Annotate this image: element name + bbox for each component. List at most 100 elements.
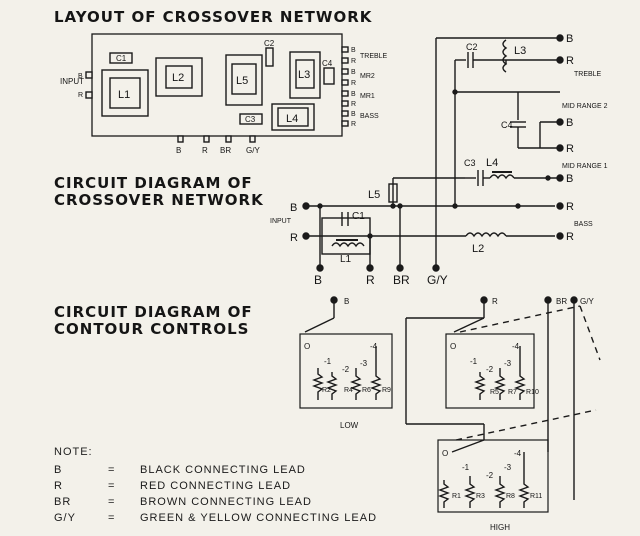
svg-text:L4: L4	[486, 157, 498, 169]
svg-text:R: R	[351, 58, 356, 65]
svg-text:L5: L5	[368, 189, 380, 201]
svg-text:R1: R1	[452, 493, 461, 500]
low-label: LOW	[340, 421, 359, 430]
svg-text:R: R	[351, 121, 356, 128]
svg-text:B: B	[351, 111, 356, 118]
note-heading: NOTE:	[54, 446, 93, 458]
svg-text:R: R	[351, 80, 356, 87]
svg-text:R: R	[202, 146, 208, 155]
svg-text:-1: -1	[462, 463, 470, 472]
c4-component	[323, 67, 335, 85]
layout-title: LAYOUT OF CROSSOVER NETWORK	[54, 8, 373, 26]
l5-component	[225, 54, 263, 106]
svg-text:L1: L1	[118, 89, 130, 101]
svg-text:-4: -4	[512, 342, 520, 351]
svg-text:R: R	[492, 297, 498, 306]
svg-text:O: O	[442, 449, 448, 458]
svg-text:R: R	[351, 101, 356, 108]
c3-component	[239, 113, 263, 125]
svg-text:MID RANGE 2: MID RANGE 2	[562, 103, 608, 110]
svg-text:B: B	[351, 91, 356, 98]
svg-text:-4: -4	[514, 449, 522, 458]
crossover-bottom-terminals: B R BR G/Y	[314, 264, 448, 287]
layout-bottom-terminals: B R BR G/Y	[176, 135, 260, 155]
svg-text:B: B	[314, 273, 322, 287]
svg-text:-1: -1	[324, 357, 332, 366]
svg-text:R7: R7	[508, 389, 517, 396]
c1-component	[109, 52, 133, 64]
svg-text:R: R	[566, 201, 574, 213]
svg-text:R8: R8	[506, 493, 515, 500]
high-label: HIGH	[490, 523, 510, 532]
svg-text:R: R	[78, 92, 83, 99]
layout-output-terminals: B R B R B R B R TREBLE MR2 MR1 BASS	[341, 46, 388, 128]
svg-text:L5: L5	[236, 75, 248, 87]
svg-text:B: B	[566, 117, 573, 129]
svg-text:MR1: MR1	[360, 93, 375, 100]
svg-text:R9: R9	[382, 387, 391, 394]
svg-text:B: B	[566, 33, 573, 45]
svg-text:C3: C3	[245, 115, 256, 124]
svg-text:R: R	[566, 143, 574, 155]
svg-text:C2: C2	[264, 39, 275, 48]
svg-text:-3: -3	[360, 359, 368, 368]
l2-component	[155, 57, 203, 97]
svg-text:-2: -2	[486, 365, 494, 374]
svg-text:-1: -1	[470, 357, 478, 366]
svg-text:BASS: BASS	[360, 113, 379, 120]
c1-label: C1	[116, 54, 127, 63]
svg-text:-2: -2	[342, 365, 350, 374]
svg-text:L3: L3	[514, 45, 526, 57]
svg-text:L2: L2	[172, 72, 184, 84]
svg-text:R10: R10	[526, 389, 539, 396]
svg-text:-4: -4	[370, 342, 378, 351]
crossover-input-label: INPUT	[270, 218, 292, 225]
svg-text:C4: C4	[322, 59, 333, 68]
svg-text:B: B	[78, 73, 83, 80]
circuit-title-line1: CIRCUIT DIAGRAM OF	[54, 174, 253, 192]
c2-component	[265, 47, 274, 67]
svg-text:B: B	[351, 69, 356, 76]
l1-component	[101, 69, 149, 117]
contour-title-line2: CONTOUR CONTROLS	[54, 320, 250, 338]
svg-text:C2: C2	[466, 42, 478, 52]
svg-text:L1: L1	[340, 254, 352, 265]
svg-text:MR2: MR2	[360, 73, 375, 80]
svg-text:R: R	[566, 231, 574, 243]
l3-component	[289, 51, 321, 99]
svg-text:R6: R6	[362, 387, 371, 394]
crossover-circuit: B R INPUT L2 C1 L1 L5	[270, 33, 608, 287]
svg-text:B: B	[176, 146, 181, 155]
svg-text:BR: BR	[393, 273, 410, 287]
svg-text:BR: BR	[220, 146, 231, 155]
svg-text:G/Y: G/Y	[427, 273, 448, 287]
svg-text:G/Y: G/Y	[580, 297, 594, 306]
svg-text:BASS: BASS	[574, 221, 593, 228]
svg-text:L4: L4	[286, 113, 298, 125]
svg-text:O: O	[304, 342, 310, 351]
svg-text:R2: R2	[322, 387, 331, 394]
svg-text:-3: -3	[504, 463, 512, 472]
svg-text:C4: C4	[501, 120, 513, 130]
svg-text:B: B	[344, 297, 349, 306]
contour-title-line1: CIRCUIT DIAGRAM OF	[54, 303, 253, 321]
svg-text:R: R	[566, 55, 574, 67]
svg-text:R: R	[366, 273, 375, 287]
crossover-input-r: R	[290, 232, 298, 244]
svg-text:-3: -3	[504, 359, 512, 368]
svg-text:R5: R5	[490, 389, 499, 396]
svg-text:MID RANGE 1: MID RANGE 1	[562, 163, 608, 170]
svg-text:C3: C3	[464, 158, 476, 168]
svg-text:C1: C1	[352, 211, 365, 222]
svg-text:L3: L3	[298, 69, 310, 81]
svg-text:BR: BR	[556, 297, 567, 306]
svg-text:R3: R3	[476, 493, 485, 500]
svg-text:-2: -2	[486, 471, 494, 480]
crossover-input-b: B	[290, 202, 297, 214]
svg-text:R11: R11	[530, 493, 542, 500]
svg-text:G/Y: G/Y	[246, 146, 260, 155]
svg-text:O: O	[450, 342, 456, 351]
svg-text:TREBLE: TREBLE	[360, 53, 388, 60]
svg-text:TREBLE: TREBLE	[574, 71, 602, 78]
